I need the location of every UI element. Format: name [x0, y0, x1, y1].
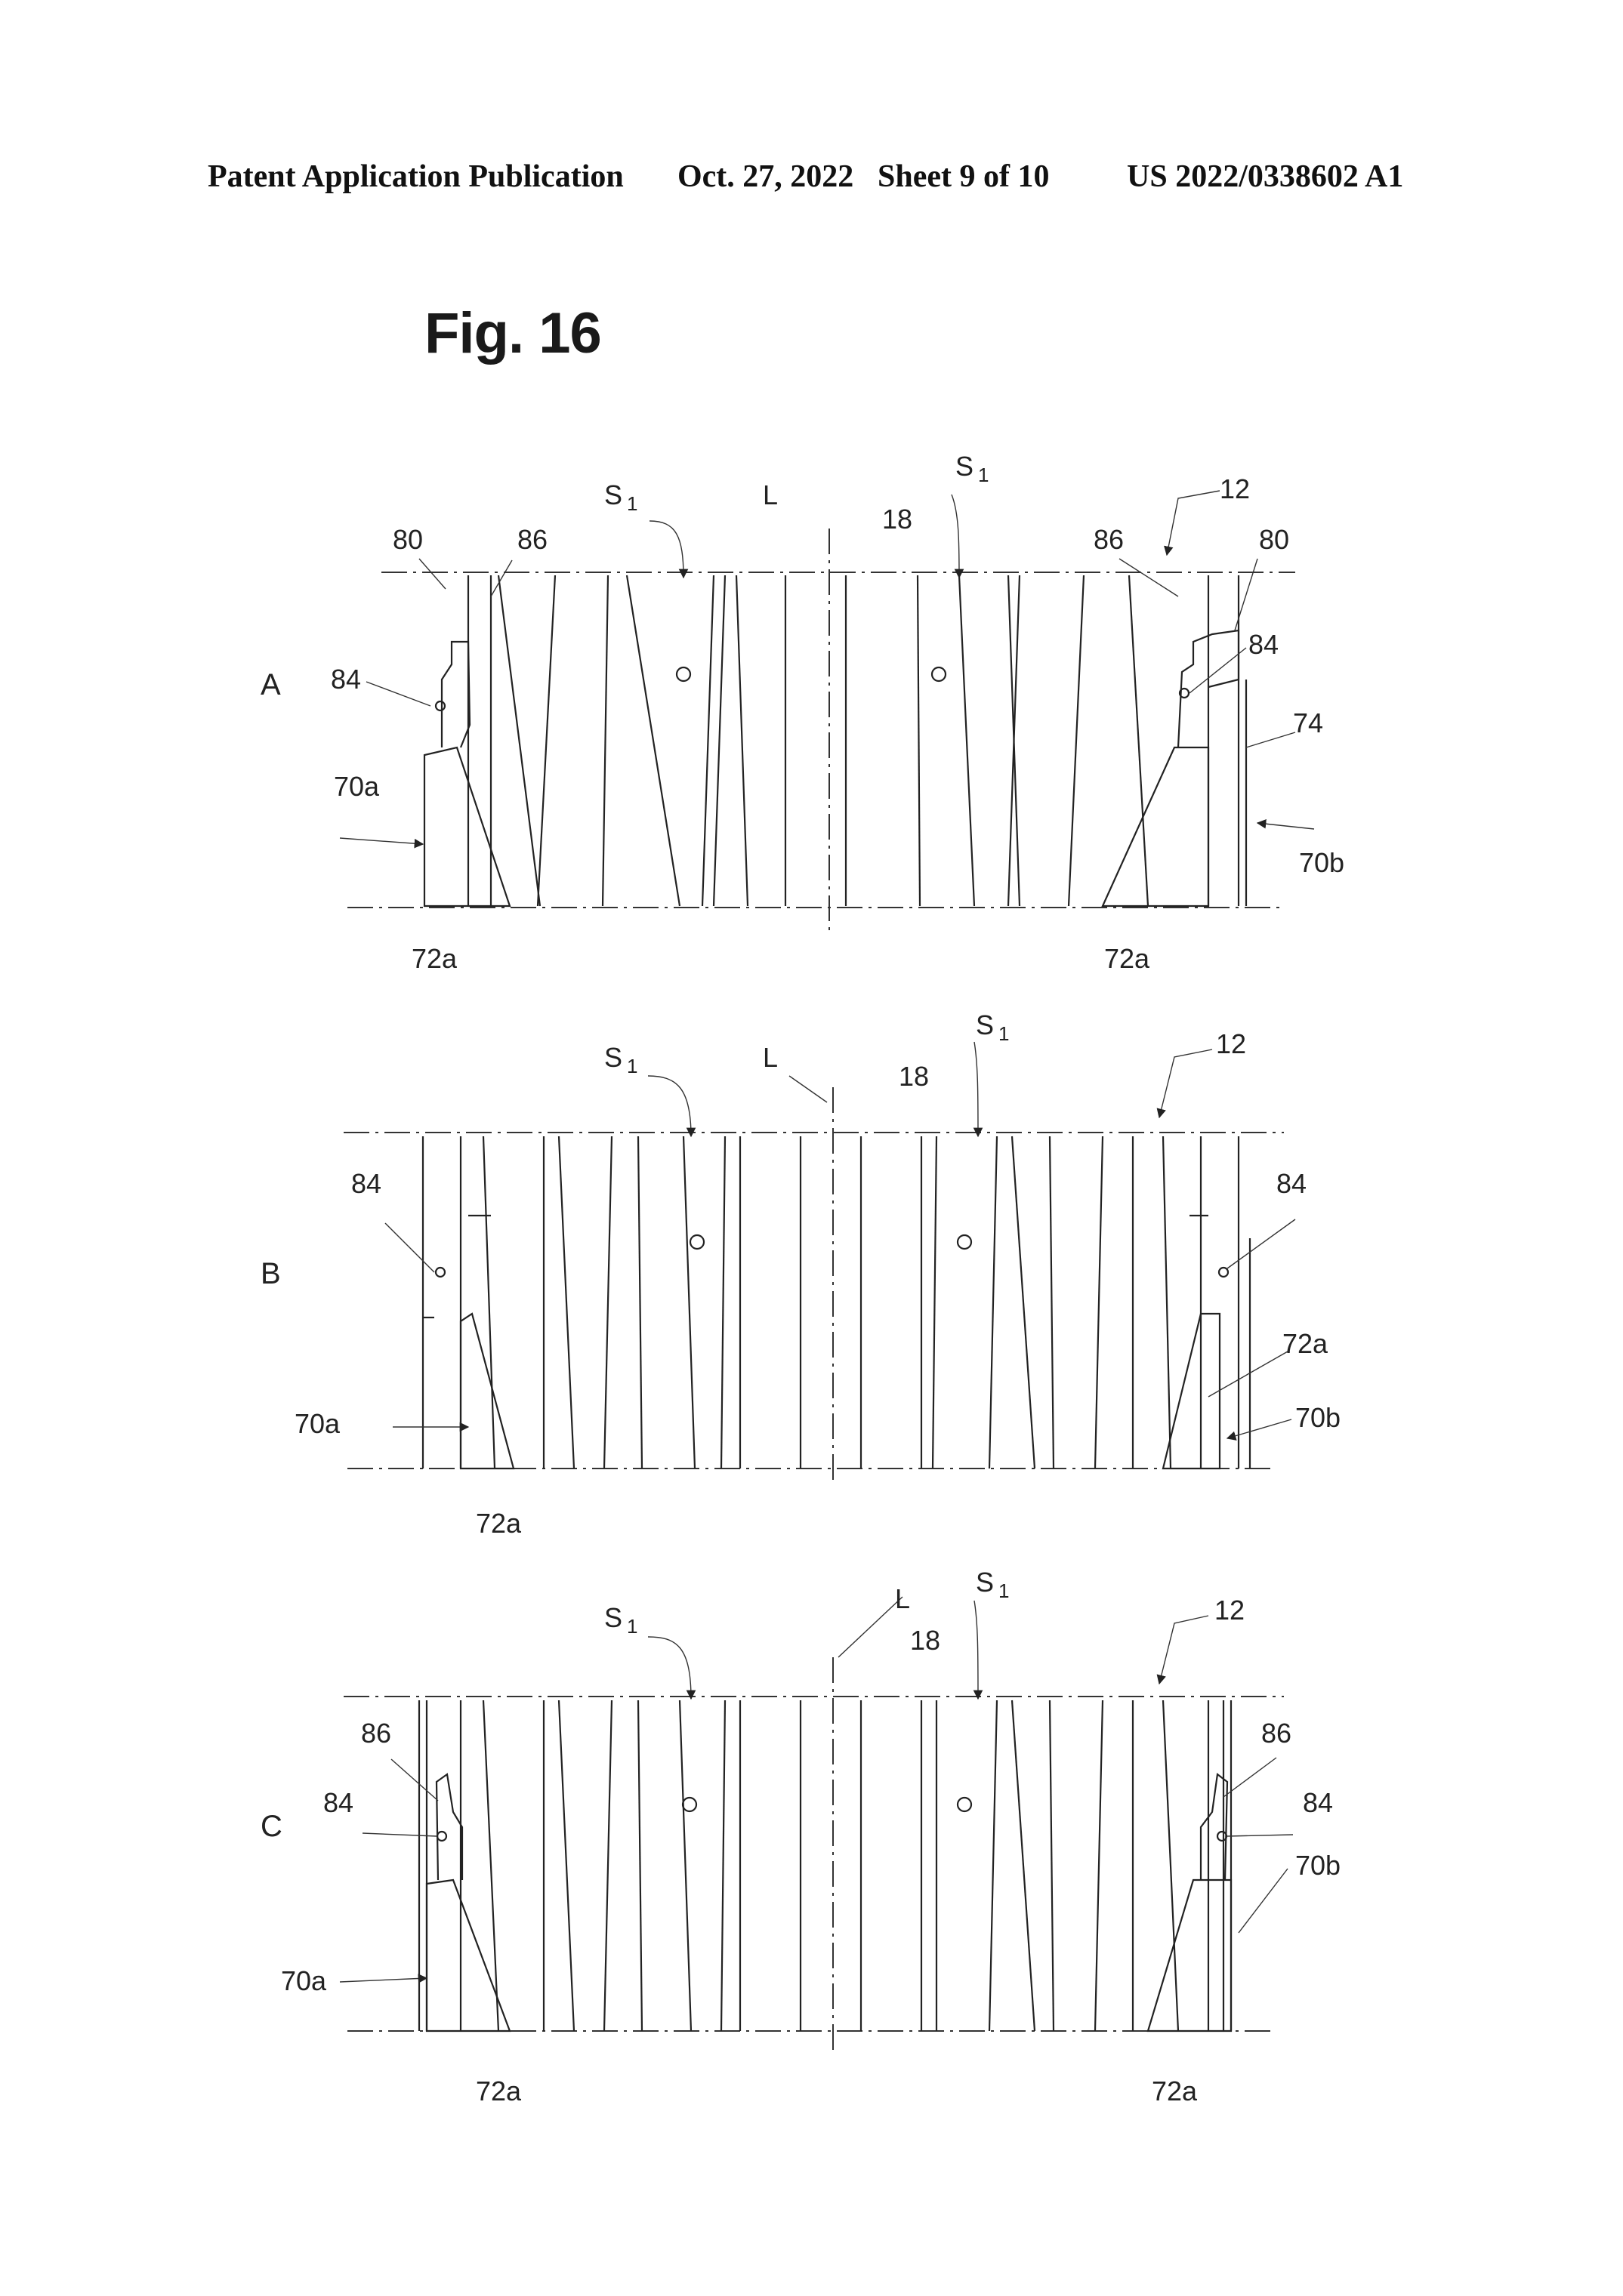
panel-a-axis-label: L [763, 479, 778, 510]
panel-b-s1-left: S1 [604, 1042, 637, 1077]
panel-a-ref84-left [436, 701, 445, 710]
panel-a: A [261, 451, 1344, 974]
panel-c-ref84-left: 84 [323, 1787, 353, 1818]
panel-b-segments [423, 1136, 1250, 1469]
panel-a-segments [424, 575, 1246, 906]
panel-b-letter: B [261, 1257, 281, 1290]
panel-c-ref18: 18 [910, 1625, 940, 1656]
panel-a-s1-left: S1 [604, 479, 637, 515]
panel-b-ref72a-right: 72a [1282, 1328, 1328, 1359]
panel-c-ref84-right: 84 [1303, 1787, 1333, 1818]
panel-c-ref86-right: 86 [1261, 1718, 1291, 1749]
panel-a-ref86-right: 86 [1094, 524, 1124, 555]
panel-a-ref80-right: 80 [1259, 524, 1289, 555]
panel-b: B [261, 1009, 1341, 1539]
panel-b-mark-right [958, 1235, 971, 1249]
panel-c-ref86-left: 86 [361, 1718, 391, 1749]
panel-b-ref70a: 70a [295, 1408, 341, 1439]
panel-c-axis-label: L [895, 1583, 910, 1614]
panel-c-ref12: 12 [1214, 1595, 1245, 1626]
panel-b-ref84-right [1219, 1268, 1228, 1277]
panel-c-mark-right [958, 1798, 971, 1811]
panel-b-ref84-right: 84 [1276, 1168, 1307, 1199]
panel-a-ref74: 74 [1293, 707, 1323, 738]
panel-b-mark-left [690, 1235, 704, 1249]
panel-b-axis-label: L [763, 1042, 778, 1073]
panel-a-ref84-left: 84 [331, 664, 361, 695]
panel-c-s1-right: S1 [976, 1567, 1009, 1602]
panel-c-ref72a-left: 72a [476, 2076, 522, 2106]
panel-a-ref70a: 70a [334, 771, 380, 802]
panel-a-ref72a-right: 72a [1104, 943, 1150, 974]
panel-b-leaders [385, 1042, 1295, 1438]
panel-a-ref18: 18 [882, 504, 912, 535]
panel-c-ref70a: 70a [281, 1965, 327, 1996]
panel-a-mark-left [677, 667, 690, 681]
panel-b-ref84-left: 84 [351, 1168, 381, 1199]
panel-a-ref84-right: 84 [1248, 629, 1279, 660]
panel-a-letter: A [261, 668, 281, 701]
panel-c-ref70b: 70b [1295, 1850, 1341, 1881]
panel-b-ref12: 12 [1216, 1028, 1246, 1059]
panel-c-ref84-right [1217, 1832, 1227, 1841]
panel-c-segments [419, 1700, 1231, 2031]
panel-b-ref70b: 70b [1295, 1402, 1341, 1433]
panel-c-ref72a-right: 72a [1152, 2076, 1198, 2106]
panel-b-ref72a-left: 72a [476, 1508, 522, 1539]
panel-a-ref12: 12 [1220, 473, 1250, 504]
panel-a-ref86-left: 86 [517, 524, 548, 555]
panel-a-ref80-left: 80 [393, 524, 423, 555]
panel-c-mark-left [683, 1798, 696, 1811]
panel-a-leaders [340, 491, 1314, 844]
panel-a-ref70b: 70b [1299, 847, 1344, 878]
panel-b-s1-right: S1 [976, 1009, 1009, 1045]
panel-a-s1-right: S1 [955, 451, 989, 486]
panel-c-s1-left: S1 [604, 1602, 637, 1638]
panel-c-letter: C [261, 1810, 282, 1843]
panel-c-leaders [340, 1597, 1293, 1982]
panel-c-ref84-left [437, 1832, 446, 1841]
panel-b-ref18: 18 [899, 1061, 929, 1092]
panel-b-ref84-left [436, 1268, 445, 1277]
panel-a-ref72a-left: 72a [412, 943, 458, 974]
panel-a-mark-right [932, 667, 946, 681]
panel-c: C [261, 1567, 1341, 2106]
